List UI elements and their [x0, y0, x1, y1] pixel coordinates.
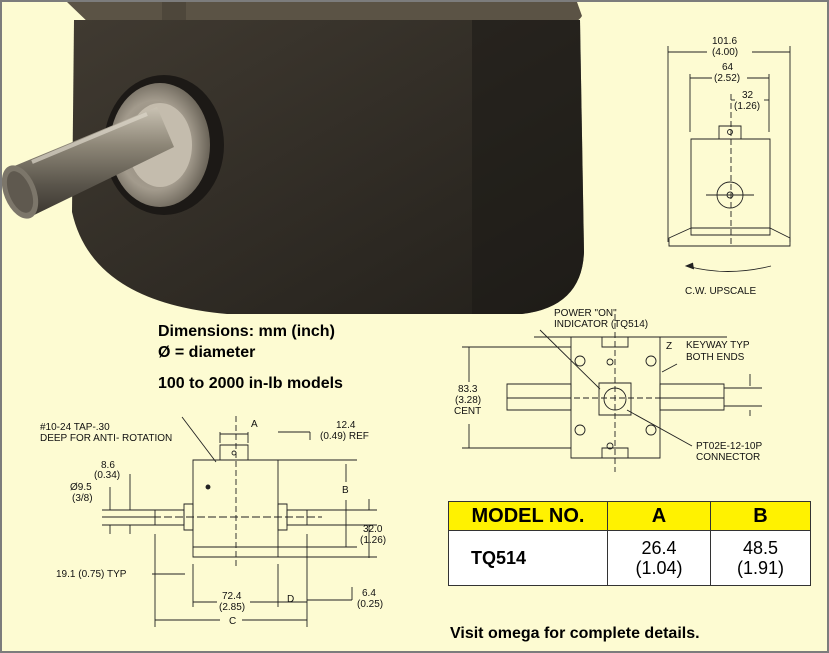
- keyway-label-2: BOTH ENDS: [686, 352, 745, 363]
- indicator-label: INDICATOR (TQ514): [554, 319, 649, 330]
- dim-a-label: A: [251, 419, 258, 430]
- rotation-label: C.W. UPSCALE: [685, 286, 757, 297]
- b-in: (1.91): [736, 558, 785, 578]
- ref-in: (0.49) REF: [320, 431, 369, 442]
- height-in: (3.28): [455, 395, 482, 406]
- b-cell: 48.5 (1.91): [710, 530, 811, 586]
- a-cell: 26.4 (1.04): [607, 530, 711, 586]
- dia-95-mm: Ø9.5: [70, 482, 92, 493]
- tap-label-2: DEEP FOR ANTI- ROTATION: [40, 433, 173, 444]
- b-mm: 48.5: [742, 538, 779, 558]
- table-header-row: MODEL NO. A B: [448, 501, 811, 531]
- dim-d-label: D: [287, 594, 295, 605]
- dim-32-mm: 32: [742, 90, 754, 101]
- keyway-label-1: KEYWAY TYP: [686, 340, 750, 351]
- dim-101-mm: 101.6: [712, 36, 738, 47]
- dimensions-heading: Dimensions: mm (inch): [158, 323, 335, 340]
- tap-label-1: #10-24 TAP-.30: [40, 422, 110, 433]
- a-in: (1.04): [635, 558, 683, 578]
- header-model-no: MODEL NO.: [448, 501, 608, 531]
- model-cell: TQ514: [448, 530, 608, 586]
- height-mm: 83.3: [458, 384, 478, 395]
- dim-86-in: (0.34): [94, 470, 121, 481]
- connector-label-1: PT02E-12-10P: [696, 441, 763, 452]
- header-b: B: [710, 501, 811, 531]
- top-view-drawing: [462, 314, 762, 472]
- dim-64b-in: (0.25): [357, 599, 384, 610]
- dim-64-mm: 64: [722, 62, 734, 73]
- table-row: TQ514 26.4 (1.04) 48.5 (1.91): [448, 530, 811, 586]
- dim-320-in: (1.26): [360, 535, 387, 546]
- front-view-drawing: [668, 46, 790, 272]
- dim-320-mm: 32.0: [363, 524, 383, 535]
- connector-label-2: CONNECTOR: [696, 452, 761, 463]
- dim-b-label: B: [342, 485, 349, 496]
- power-on-label: POWER "ON": [554, 308, 617, 319]
- height-cent: CENT: [454, 406, 482, 417]
- typ-label: 19.1 (0.75) TYP: [56, 569, 127, 580]
- a-mm: 26.4: [641, 538, 677, 558]
- dim-101-in: (4.00): [712, 47, 739, 58]
- dim-64b-mm: 6.4: [362, 588, 376, 599]
- models-range-heading: 100 to 2000 in-lb models: [158, 375, 343, 392]
- ref-mm: 12.4: [336, 420, 356, 431]
- side-view-drawing: [102, 416, 377, 627]
- footer-note: Visit omega for complete details.: [450, 625, 700, 642]
- dim-86-mm: 8.6: [101, 460, 115, 471]
- z-label: Z: [666, 341, 673, 352]
- dim-c-label: C: [229, 616, 237, 627]
- dim-32-in: (1.26): [734, 101, 761, 112]
- header-a: A: [607, 501, 711, 531]
- dim-724-mm: 72.4: [222, 591, 242, 602]
- dim-724-in: (2.85): [219, 602, 246, 613]
- dim-64-in: (2.52): [714, 73, 741, 84]
- model-table: MODEL NO. A B TQ514 26.4 (1.04) 48.5 (1.…: [448, 501, 811, 586]
- dia-95-in: (3/8): [72, 493, 93, 504]
- diameter-note: Ø = diameter: [158, 344, 256, 361]
